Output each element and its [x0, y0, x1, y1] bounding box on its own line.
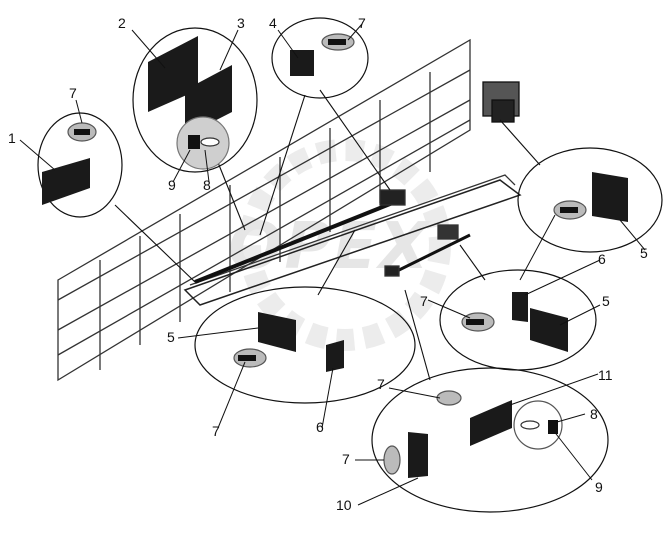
callout-1: 1	[8, 130, 16, 146]
watermark-logo: OPEX	[228, 139, 451, 351]
detail-4-7	[271, 17, 369, 99]
callout-7-f: 7	[342, 451, 350, 467]
callout-leaders	[19, 23, 646, 506]
callout-7-a: 7	[358, 15, 366, 31]
callout-7-b: 7	[69, 85, 77, 101]
callout-numbers: 1 2 3 4 5 5 5 6 6 7 7 7 7 7 7 8 8 9 9 10…	[8, 15, 648, 513]
callout-8-b: 8	[590, 406, 598, 422]
frame-panel	[57, 38, 471, 382]
detail-2-3-8-9	[132, 27, 258, 173]
callout-11: 11	[598, 367, 613, 383]
detail-1	[37, 112, 123, 218]
leader-lines	[114, 89, 541, 381]
callout-6-mid: 6	[598, 251, 606, 267]
callout-2: 2	[118, 15, 126, 31]
detail-7-8-9-10-11	[371, 367, 609, 513]
callout-7-e: 7	[377, 376, 385, 392]
callout-4: 4	[269, 15, 277, 31]
callout-7-d: 7	[212, 423, 220, 439]
callout-5-mid: 5	[602, 293, 610, 309]
callout-10: 10	[336, 497, 352, 513]
detail-5-6-7-low	[194, 286, 416, 404]
callout-6-low: 6	[316, 419, 324, 435]
callout-3: 3	[237, 15, 245, 31]
callout-9-b: 9	[595, 479, 603, 495]
callout-7-c: 7	[420, 293, 428, 309]
callout-5-right: 5	[640, 245, 648, 261]
detail-5-7-right	[517, 147, 663, 253]
callout-5-low: 5	[167, 329, 175, 345]
detail-5-6-7-mid	[439, 269, 597, 371]
rear-bracket	[482, 81, 520, 123]
callout-8-a: 8	[203, 177, 211, 193]
callout-9-a: 9	[168, 177, 176, 193]
chassis-frame	[57, 38, 522, 382]
